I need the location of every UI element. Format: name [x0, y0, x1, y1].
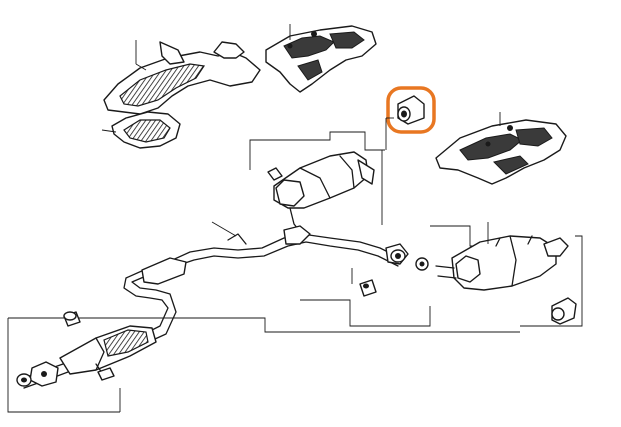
- catalytic-heat-shield: [101, 40, 261, 149]
- center-muffler: [267, 151, 375, 235]
- rubber-mount-left: [63, 311, 81, 327]
- assembly-frame-lines: [7, 131, 583, 413]
- rear-heat-shield: [435, 112, 567, 185]
- rubber-mount-center: [359, 279, 377, 297]
- rear-muffler: [435, 235, 569, 291]
- highlight-ring: [386, 86, 436, 134]
- highlighted-rubber-mount[interactable]: [386, 86, 436, 134]
- nut-front-left: [16, 373, 32, 387]
- nut-center: [415, 257, 429, 271]
- upper-heat-shield: [265, 24, 377, 93]
- fasteners: [16, 249, 577, 387]
- rubber-mount-rear: [551, 297, 577, 325]
- gasket-center: [390, 249, 406, 263]
- exhaust-pipe: [17, 225, 409, 389]
- leader-lines: [351, 117, 489, 284]
